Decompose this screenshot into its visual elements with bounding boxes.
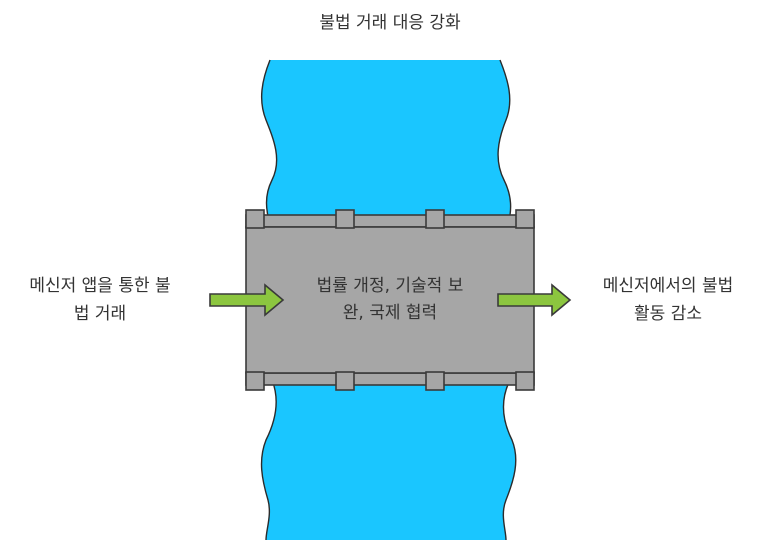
- bridge-post-bottom-1: [245, 371, 265, 391]
- bridge-post-top-1: [245, 209, 265, 229]
- bridge-post-top-3: [425, 209, 445, 229]
- diagram-title: 불법 거래 대응 강화: [319, 13, 461, 33]
- bridge-post-top-4: [515, 209, 535, 229]
- bridge-post-bottom-4: [515, 371, 535, 391]
- output-label-line: 메신저에서의 불법: [603, 276, 734, 296]
- input-label-line: 메신저 앱을 통한 불: [29, 276, 170, 296]
- bridge-post-bottom-2: [335, 371, 355, 391]
- output-label: 메신저에서의 불법 활동 감소: [603, 276, 734, 324]
- process-label-line: 완, 국제 협력: [343, 303, 437, 323]
- bridge-post-bottom-3: [425, 371, 445, 391]
- process-label: 법률 개정, 기술적 보 완, 국제 협력: [317, 276, 464, 323]
- bridge-post-top-2: [335, 209, 355, 229]
- output-label-line: 활동 감소: [634, 304, 702, 324]
- bridge-top-rail: [245, 214, 535, 228]
- input-arrow-icon: [209, 283, 285, 317]
- bridge-bottom-rail: [245, 372, 535, 386]
- bridge-deck: [245, 226, 535, 374]
- process-label-line: 법률 개정, 기술적 보: [317, 276, 464, 296]
- input-label: 메신저 앱을 통한 불 법 거래: [29, 276, 170, 324]
- output-arrow-icon: [497, 283, 572, 317]
- bridge: [245, 209, 535, 391]
- input-label-line: 법 거래: [74, 304, 126, 324]
